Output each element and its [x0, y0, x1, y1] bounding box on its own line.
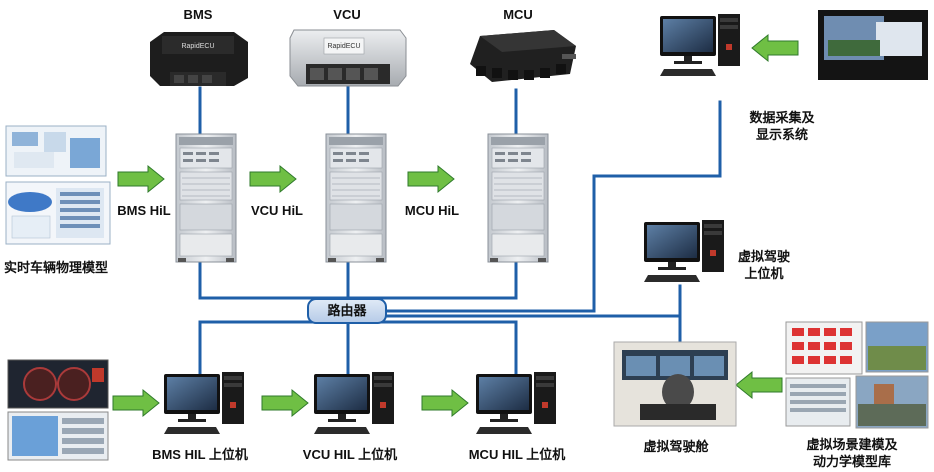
- mcu-hil-label: MCU HiL: [404, 203, 460, 218]
- mcu-label: MCU: [503, 7, 533, 22]
- network-lines: [198, 86, 722, 378]
- router-box: 路由器: [307, 298, 387, 324]
- bms-ecu-brand: RapidECU: [181, 43, 214, 50]
- vcu-ecu-image: RapidECU: [289, 29, 407, 87]
- router-label: 路由器: [327, 303, 367, 318]
- bms-hil-cabinet: [175, 133, 237, 263]
- scene-label-line1: 虚拟场景建模及: [806, 437, 898, 452]
- virtual-cockpit-photo: [613, 341, 737, 427]
- vcu-hil-host-pc: [314, 372, 394, 434]
- vcu-label: VCU: [333, 7, 361, 22]
- mcu-host-label: MCU HIL 上位机: [468, 447, 566, 462]
- arrow-model-to-bms-hil: [117, 165, 165, 193]
- cockpit-label: 虚拟驾驶舱: [643, 439, 709, 454]
- bms-ecu-image: RapidECU: [150, 32, 248, 86]
- host-ui-screens: [7, 359, 109, 461]
- virtual-host-label-line1: 虚拟驾驶: [737, 249, 791, 264]
- bus-top: [198, 260, 518, 300]
- virtual-host-label-line2: 上位机: [744, 266, 784, 281]
- bms-host-label: BMS HIL 上位机: [152, 447, 248, 462]
- scene-label-line2: 动力学模型库: [812, 454, 892, 469]
- vcu-hil-label: VCU HiL: [251, 203, 303, 218]
- arrow-vcu-hil-to-mcu-hil: [407, 165, 455, 193]
- bus-bottom: [198, 320, 518, 378]
- vcu-ecu-brand: RapidECU: [327, 43, 360, 50]
- bms-hil-label: BMS HiL: [117, 203, 171, 218]
- arrow-bms-host-to-vcu-host: [261, 389, 309, 417]
- vcu-host-label: VCU HIL 上位机: [302, 447, 398, 462]
- realtime-model-screens: [5, 125, 111, 245]
- data-display-screens-photo: [818, 10, 928, 80]
- bms-label: BMS: [183, 7, 213, 22]
- mcu-hil-host-pc: [476, 372, 556, 434]
- mcu-ecu-image: [470, 30, 576, 82]
- arrow-screens-to-bms-host: [112, 389, 160, 417]
- arrow-bms-hil-to-vcu-hil: [249, 165, 297, 193]
- data-acquisition-pc: [660, 14, 740, 76]
- link-router-right: [385, 100, 722, 313]
- data-acq-label-line2: 显示系统: [755, 127, 809, 142]
- arrow-display-to-pc: [751, 34, 799, 62]
- bms-hil-host-pc: [164, 372, 244, 434]
- scene-modeling-screens: [785, 321, 929, 429]
- virtual-driving-host-pc: [644, 220, 724, 282]
- arrow-scene-to-cockpit: [735, 371, 783, 399]
- vcu-hil-cabinet: [325, 133, 387, 263]
- realtime-model-label: 实时车辆物理模型: [3, 260, 109, 275]
- mcu-hil-cabinet: [487, 133, 549, 263]
- arrow-vcu-host-to-mcu-host: [421, 389, 469, 417]
- data-acq-label-line1: 数据采集及: [749, 110, 815, 125]
